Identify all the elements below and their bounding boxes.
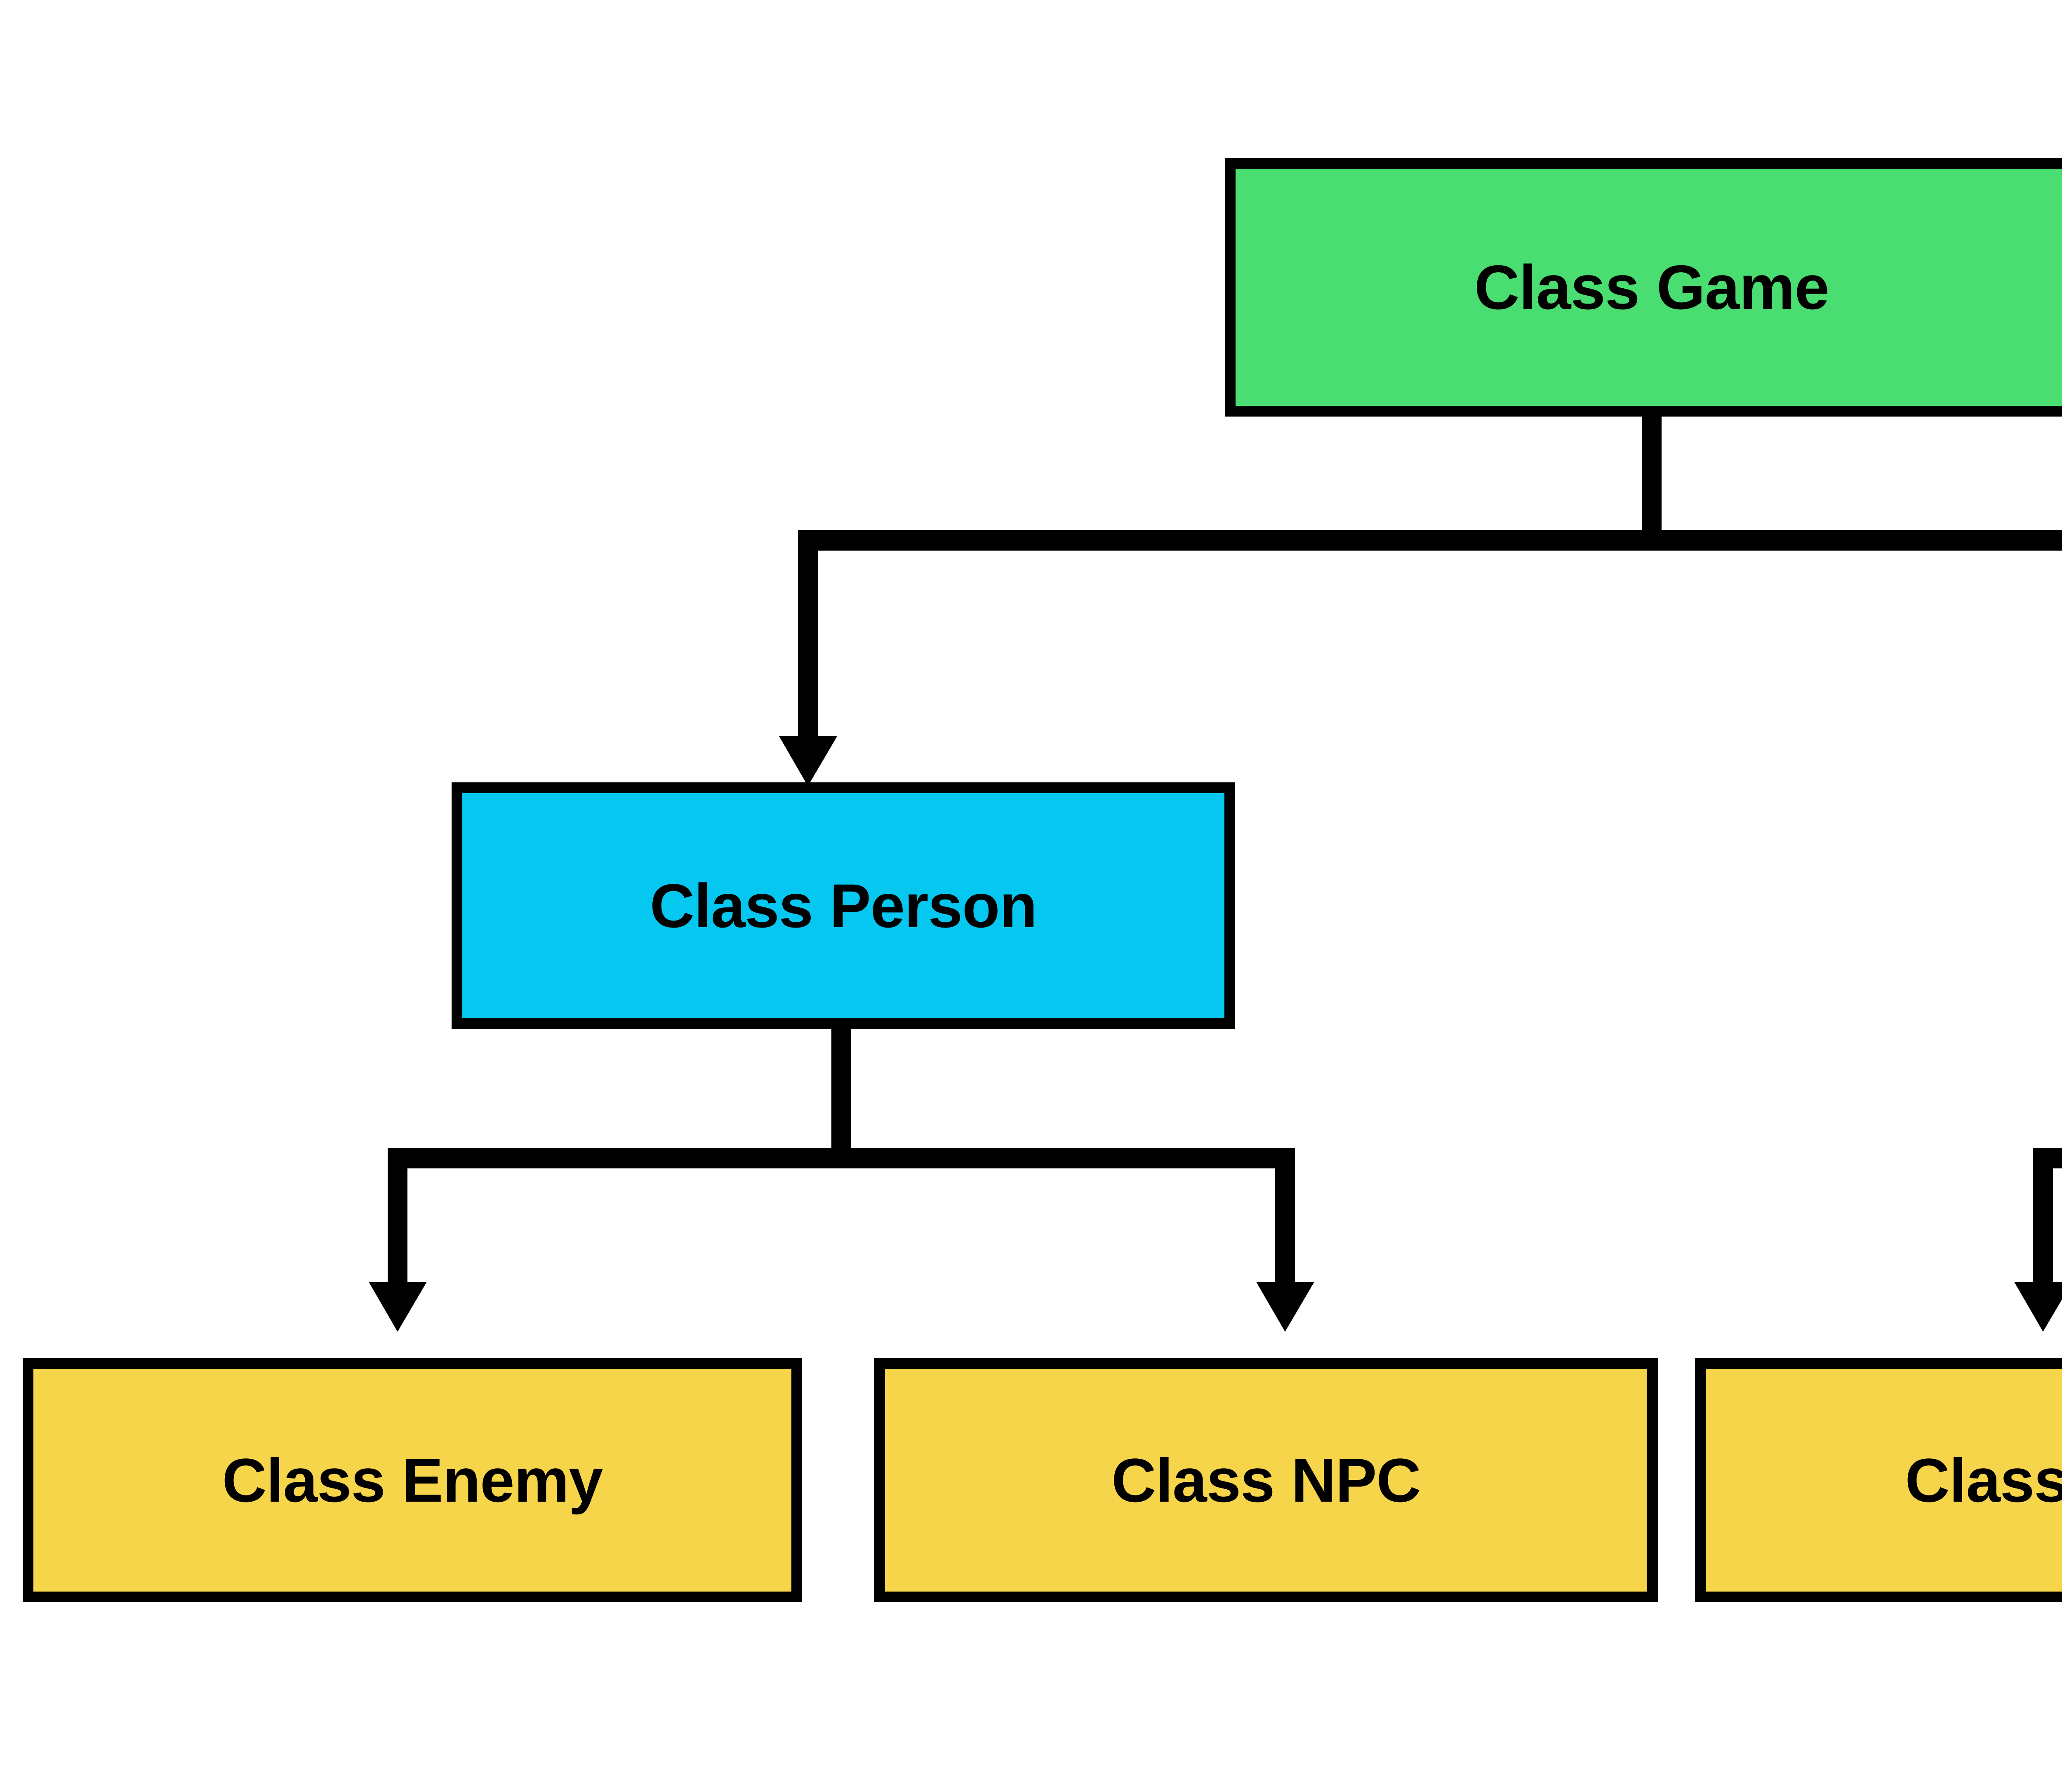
node-class-game-label: Class Game — [1474, 252, 1829, 323]
node-class-car[interactable]: Class Car — [1695, 1358, 2062, 1602]
edge-game-trunk — [1642, 417, 1662, 540]
node-class-person-label: Class Person — [650, 871, 1037, 940]
node-class-car-label: Class Car — [1905, 1446, 2062, 1515]
edge-game-bar — [798, 530, 2062, 551]
edge-person-npc-arrowhead — [1256, 1282, 1314, 1332]
node-class-enemy[interactable]: Class Enemy — [23, 1358, 802, 1602]
node-class-game[interactable]: Class Game — [1225, 158, 2062, 417]
edge-person-trunk — [831, 1029, 851, 1157]
node-class-person[interactable]: Class Person — [452, 782, 1235, 1029]
node-class-enemy-label: Class Enemy — [222, 1446, 603, 1515]
edge-game-person-drop — [798, 530, 818, 738]
edge-vehicle-car-arrowhead — [2014, 1282, 2062, 1332]
edge-person-enemy-drop — [388, 1148, 407, 1284]
node-class-npc-label: Class NPC — [1111, 1446, 1421, 1515]
node-class-npc[interactable]: Class NPC — [874, 1358, 1658, 1602]
edge-vehicle-car-drop — [2033, 1148, 2053, 1284]
edge-person-bar — [388, 1148, 1295, 1168]
edge-person-npc-drop — [1275, 1148, 1295, 1284]
edge-game-person-arrowhead — [779, 736, 837, 786]
edge-person-enemy-arrowhead — [369, 1282, 427, 1332]
